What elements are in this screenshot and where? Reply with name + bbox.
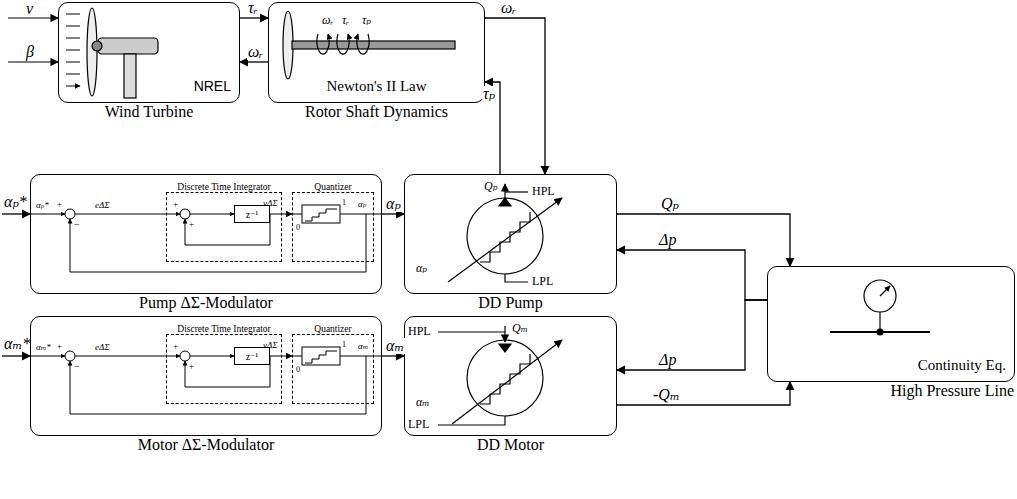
sum-sign: + [57, 200, 62, 209]
sum-sign: + [173, 200, 178, 209]
turbine-box: NRELWind Turbine [58, 2, 240, 103]
sum-sign: − [74, 220, 80, 230]
signal-label: ωᵣ [500, 0, 517, 16]
axis-value: 1 [342, 341, 346, 349]
node-text: NREL [194, 79, 231, 94]
signal-name: αₚ* [36, 201, 49, 210]
signal-connector [617, 300, 767, 370]
signal-name: αₘ [416, 396, 430, 408]
modulator-box: Pump ΔΣ-ModulatorDiscrete Time Integrato… [30, 174, 382, 294]
port-name: HPL [408, 325, 431, 337]
pressure-line-box: Continuity Eq.High Pressure Line [767, 266, 1015, 382]
input-signal: αₘ* [4, 336, 30, 352]
flow-name: Qₘ [512, 322, 528, 334]
node-heading: DD Pump [345, 294, 676, 312]
node-heading: Discrete Time Integrator [137, 182, 311, 192]
signal-connector [282, 214, 292, 215]
axis-value: 1 [342, 199, 346, 207]
signal-name: vΔΣ [263, 341, 278, 350]
signal-label: -Qₘ [652, 387, 681, 403]
node-text: z⁻¹ [235, 351, 269, 362]
signal-label: Δp [658, 352, 677, 368]
signal-connector [617, 214, 790, 266]
port-name: HPL [532, 185, 555, 197]
node-heading: DD Motor [345, 436, 676, 454]
node-heading: High Pressure Line [890, 382, 1014, 400]
sum-sign: + [189, 220, 194, 229]
modulator-box: Motor ΔΣ-ModulatorDiscrete Time Integrat… [30, 316, 382, 436]
signal-label: αₘ [385, 338, 405, 354]
signal-label: Δp [658, 232, 677, 248]
node-text: z⁻¹ [235, 209, 269, 220]
signal-connector [617, 250, 767, 300]
node-heading: Rotor Shaft Dynamics [209, 103, 544, 121]
sum-sign: + [189, 362, 194, 371]
node-heading: Discrete Time Integrator [137, 324, 311, 334]
rotor-box: Newton's II LawRotor Shaft Dynamics [268, 2, 485, 103]
signal-label: τᵣ [247, 0, 259, 16]
signal-label: Qₚ [660, 196, 680, 212]
node-text: Newton's II Law [269, 78, 484, 95]
sum-sign: + [57, 342, 62, 351]
shaft-signal: ωᵣ [322, 14, 333, 26]
signal-name: αₚ [416, 262, 427, 274]
signal-label: τₚ [482, 86, 496, 102]
port-name: LPL [408, 418, 429, 430]
signal-label: ωᵣ [247, 44, 264, 60]
node-heading: Quantizer [263, 324, 403, 334]
node-heading: Motor ΔΣ-Modulator [0, 436, 441, 454]
signal-connector [382, 213, 404, 214]
signal-connector [617, 382, 790, 405]
motor-box: DD Motor [404, 316, 617, 436]
signal-label: αₚ [385, 196, 402, 212]
node-text: Continuity Eq. [918, 357, 1006, 374]
signal-connector [240, 61, 268, 62]
input-signal: αₚ* [4, 194, 27, 210]
signal-name: αₘ* [36, 343, 51, 352]
signal-name: αₘ [358, 342, 368, 351]
node-heading: Wind Turbine [0, 103, 299, 121]
signal-connector [382, 355, 404, 356]
signal-connector [240, 17, 268, 18]
pump-box: DD Pump [404, 174, 617, 294]
signal-name: eΔΣ [95, 201, 110, 210]
shaft-signal: τᵣ [342, 14, 349, 26]
shaft-signal: τₚ [362, 14, 371, 26]
signal-connector [282, 356, 292, 357]
axis-value: 0 [296, 224, 300, 232]
input-signal: v [26, 1, 33, 17]
sum-sign: + [173, 342, 178, 351]
signal-name: eΔΣ [95, 343, 110, 352]
node-heading: Quantizer [263, 182, 403, 192]
input-signal: β [26, 44, 34, 60]
node-heading: Pump ΔΣ-Modulator [0, 294, 441, 312]
sum-sign: − [74, 362, 80, 372]
signal-name: αₚ [358, 200, 366, 209]
signal-name: vΔΣ [263, 199, 278, 208]
port-name: LPL [532, 275, 553, 287]
axis-value: 0 [296, 366, 300, 374]
flow-name: Qₚ [484, 180, 497, 192]
